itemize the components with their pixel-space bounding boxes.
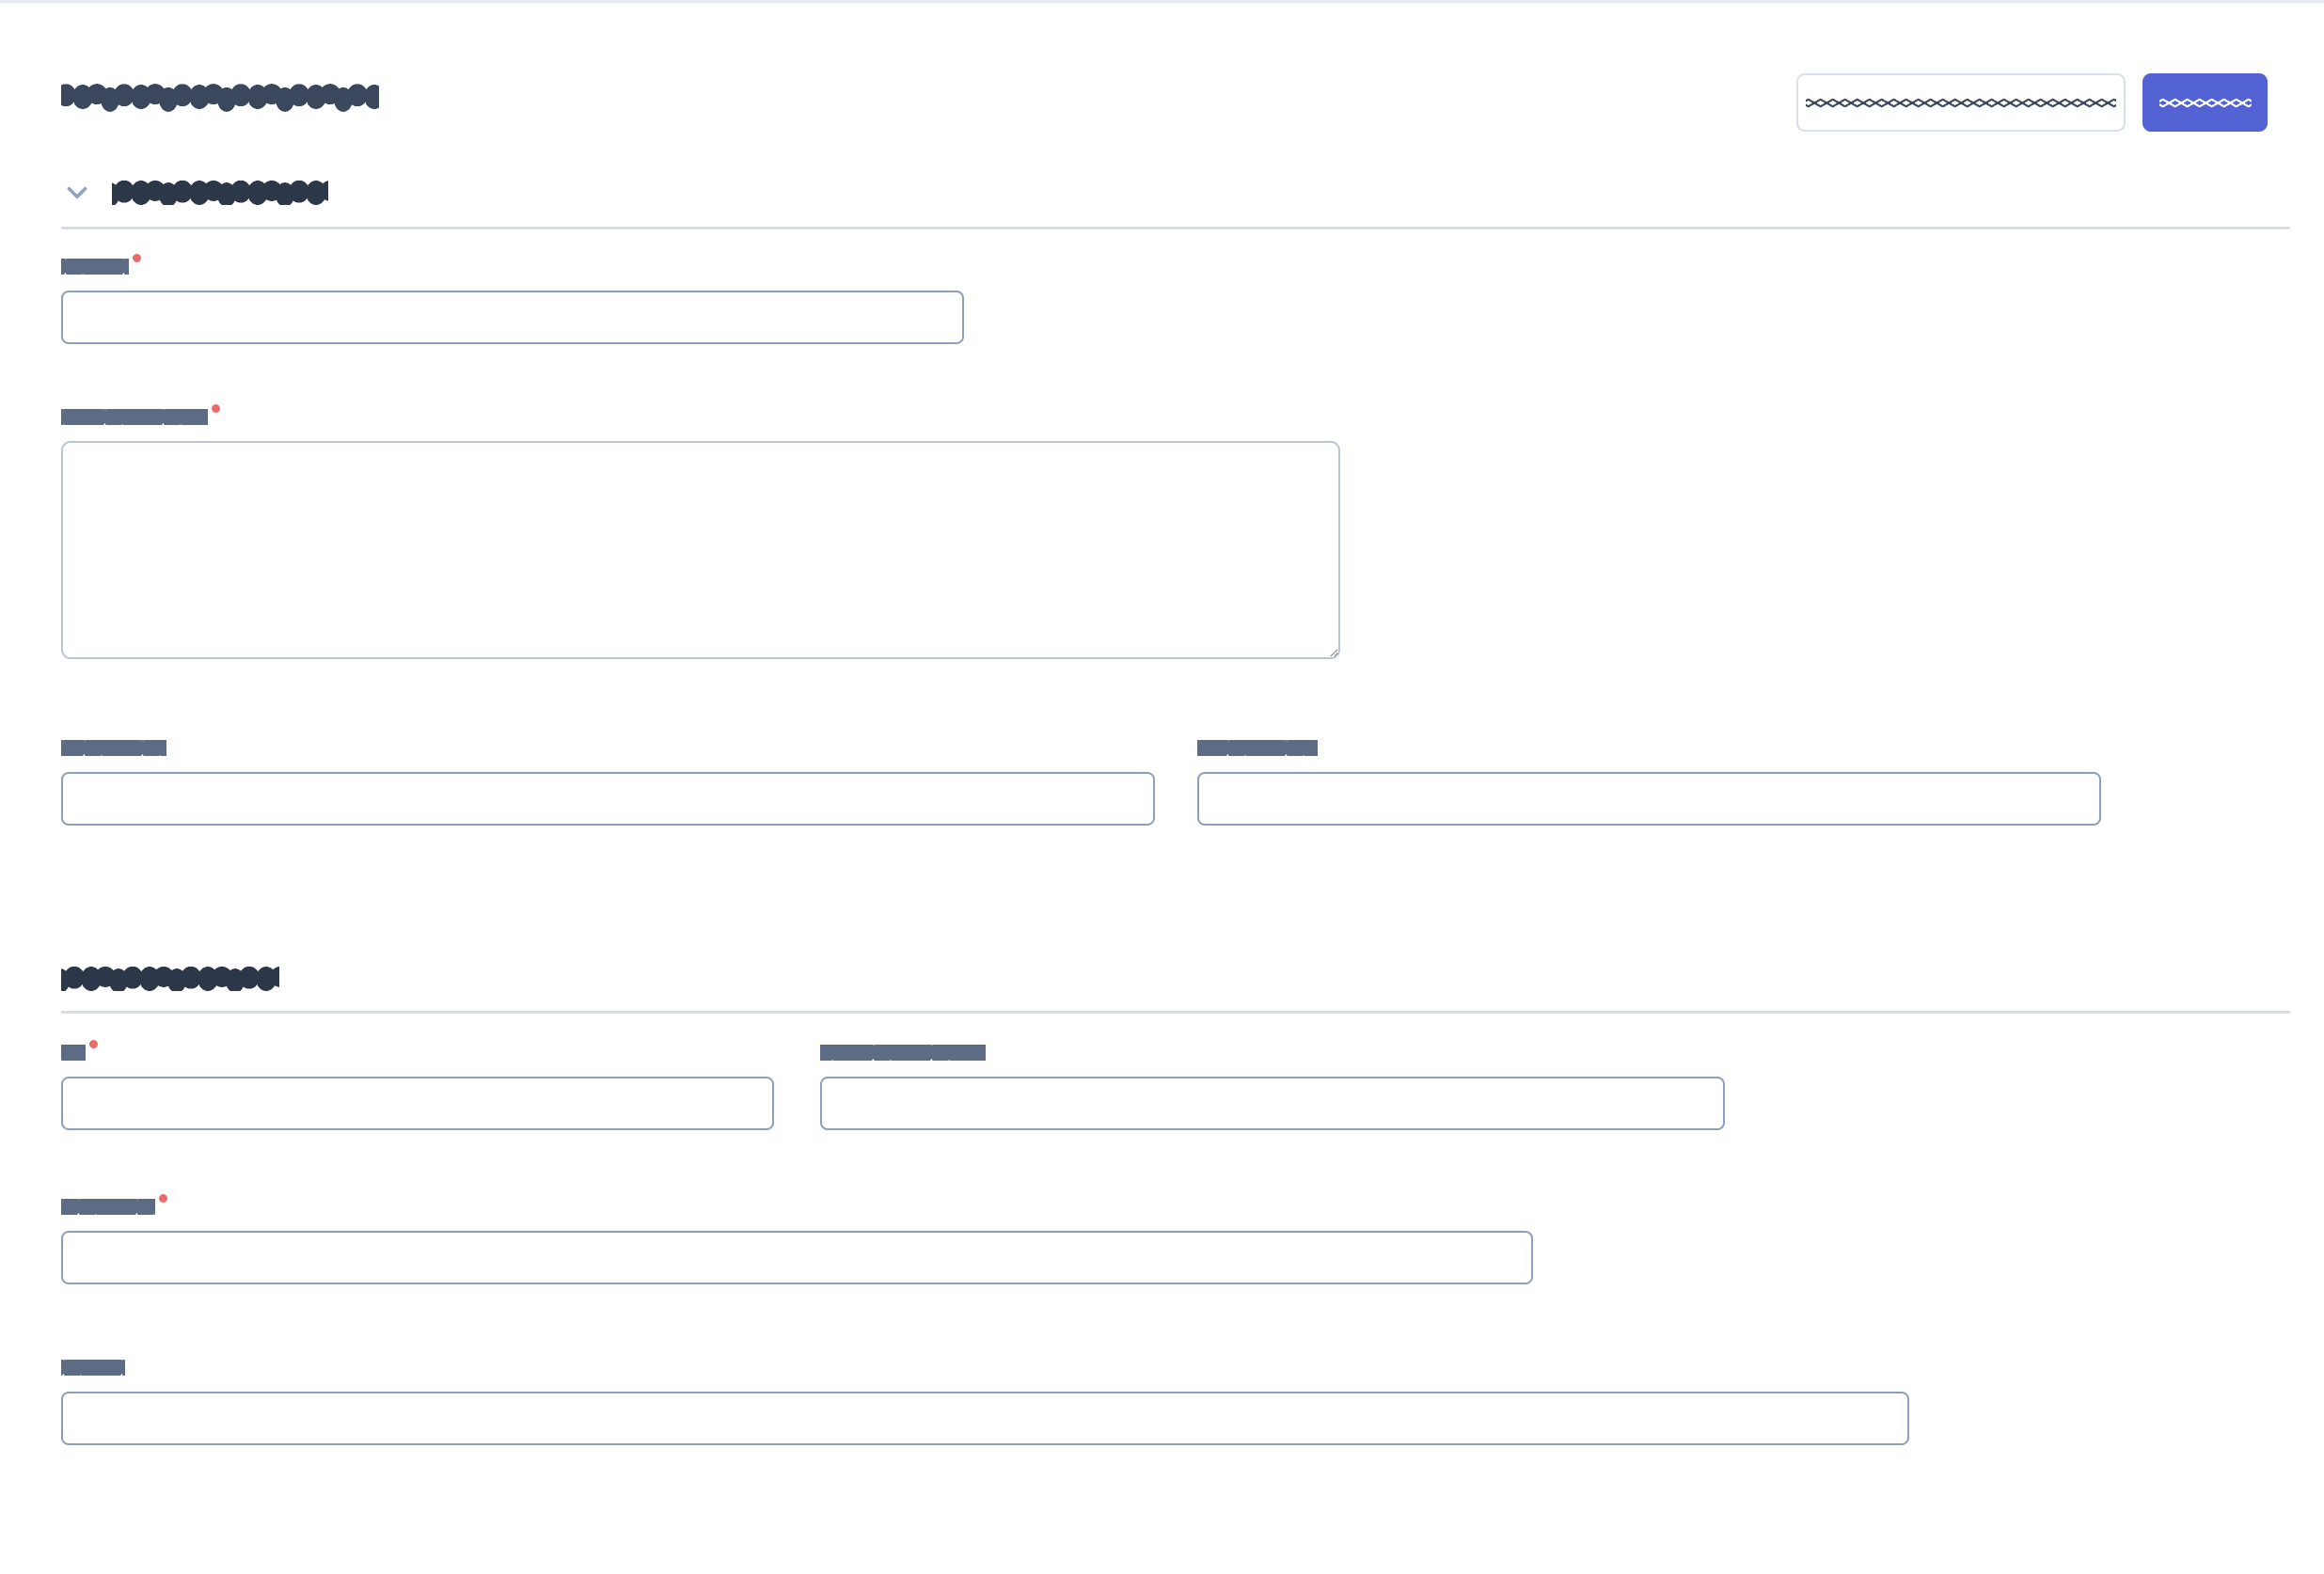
field-id-label-text: ██ (61, 1045, 86, 1061)
field-description-textarea[interactable] (61, 441, 1340, 659)
field-start-date-input[interactable] (61, 772, 1155, 826)
secondary-action-button-label: ██████ ███ ███ █████ (1806, 95, 2116, 110)
field-email: █████ (61, 1360, 1909, 1445)
section-contact-divider (61, 1011, 2290, 1014)
header-actions: ██████ ███ ███ █████ ██████ (1796, 73, 2268, 132)
field-email-label: █████ (61, 1360, 1909, 1378)
page-header: ████████ ████ ██████ ███ ███ █████ █████… (0, 3, 2324, 165)
field-id-required-marker (89, 1040, 98, 1048)
secondary-action-button[interactable]: ██████ ███ ███ █████ (1796, 73, 2126, 132)
field-end-date-label: ██████ ███ (1197, 740, 2101, 759)
primary-action-button-label: ██████ (2158, 95, 2252, 110)
field-end-date-label-text: ██████ ███ (1197, 740, 1318, 756)
field-description-required-marker (212, 404, 220, 413)
field-secondary-id-label-text: ████ █████ ██ (820, 1045, 986, 1061)
field-address-input[interactable] (61, 1231, 1533, 1284)
field-description: ███████████ (61, 404, 1340, 664)
field-email-label-text: █████ (61, 1360, 125, 1376)
field-address-label-text: ███████ (61, 1199, 155, 1215)
field-address-label: ███████ (61, 1194, 1533, 1218)
field-email-input[interactable] (61, 1392, 1909, 1445)
field-description-label-text: ███████████ (61, 409, 208, 425)
field-name: ████ (61, 254, 964, 344)
primary-action-button[interactable]: ██████ (2142, 73, 2268, 132)
field-secondary-id: ████ █████ ██ (820, 1045, 1725, 1130)
field-secondary-id-label: ████ █████ ██ (820, 1045, 1725, 1063)
field-name-label: ████ (61, 254, 964, 277)
page-title: ████████ ████ (61, 80, 379, 114)
field-name-label-text: ████ (61, 259, 129, 275)
field-id-input[interactable] (61, 1077, 774, 1130)
field-address: ███████ (61, 1194, 1533, 1284)
field-start-date-label: █████ ███ (61, 740, 1155, 759)
field-id-label: ██ (61, 1040, 774, 1063)
field-id: ██ (61, 1040, 774, 1130)
field-start-date-label-text: █████ ███ (61, 740, 166, 756)
field-start-date: █████ ███ (61, 740, 1155, 826)
section-general-divider (61, 227, 2290, 229)
field-name-required-marker (133, 254, 141, 262)
field-end-date: ██████ ███ (1197, 740, 2101, 826)
field-address-required-marker (159, 1194, 167, 1203)
chevron-down-icon[interactable] (61, 177, 93, 209)
field-end-date-input[interactable] (1197, 772, 2101, 826)
section-contact-title: ██████ ███ █████ (61, 967, 279, 991)
field-description-label: ███████████ (61, 404, 1340, 428)
section-general-header[interactable]: ████ ███ █████ (61, 174, 328, 212)
section-general-title: ████ ███ █████ (112, 181, 328, 205)
field-name-input[interactable] (61, 291, 964, 344)
section-contact-header[interactable]: ██████ ███ █████ (61, 960, 279, 998)
field-secondary-id-input[interactable] (820, 1077, 1725, 1130)
